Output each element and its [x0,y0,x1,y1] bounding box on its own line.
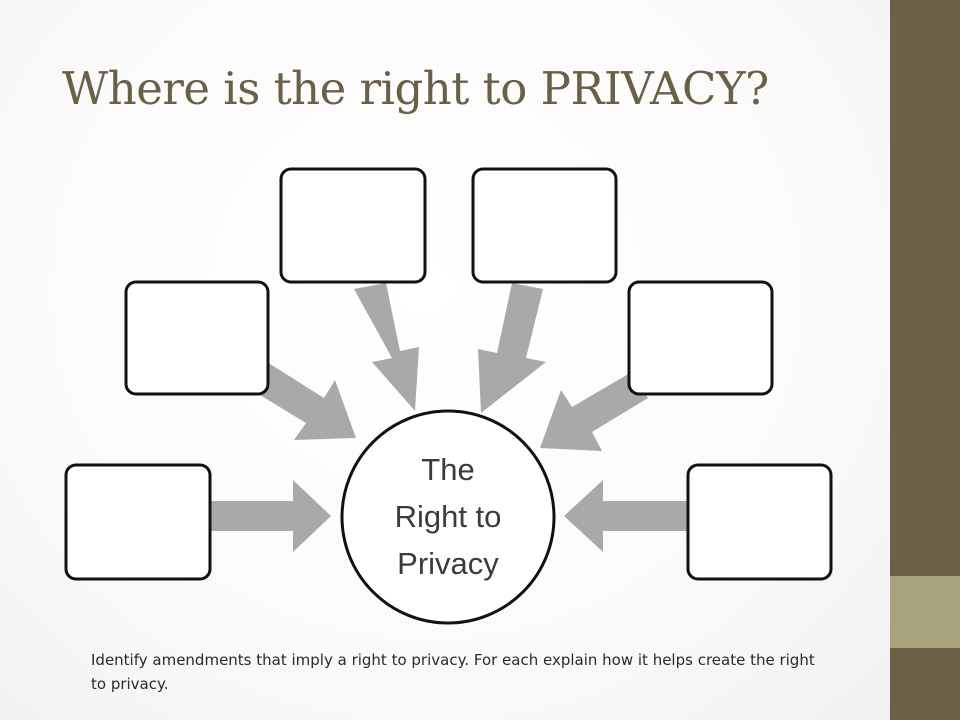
box-left-middle [124,280,270,396]
box-top-left [279,167,427,284]
center-label-line-1: The [421,452,475,487]
arrow-right-bottom [564,480,688,552]
box-right-bottom [686,463,833,581]
accent-bar-dark-bottom [890,648,960,720]
box-left-bottom [64,463,212,581]
instruction-caption: Identify amendments that imply a right t… [91,651,815,693]
box-top-right [471,167,618,284]
arrow-left-bottom [210,480,331,552]
arrow-right-middle [540,373,648,451]
center-circle [340,409,556,625]
arrow-top-left [354,283,419,411]
arrow-left-middle [250,362,356,440]
accent-bar-dark [890,0,960,576]
slide-title: Where is the right to PRIVACY? [62,62,769,115]
accent-bar-light [890,576,960,648]
box-right-middle [627,280,774,396]
center-label-line-2: Right to [394,499,502,534]
center-label: The Right to Privacy [360,446,536,587]
arrow-top-right [478,283,546,413]
center-label-line-3: Privacy [397,546,499,581]
privacy-diagram [64,167,833,625]
